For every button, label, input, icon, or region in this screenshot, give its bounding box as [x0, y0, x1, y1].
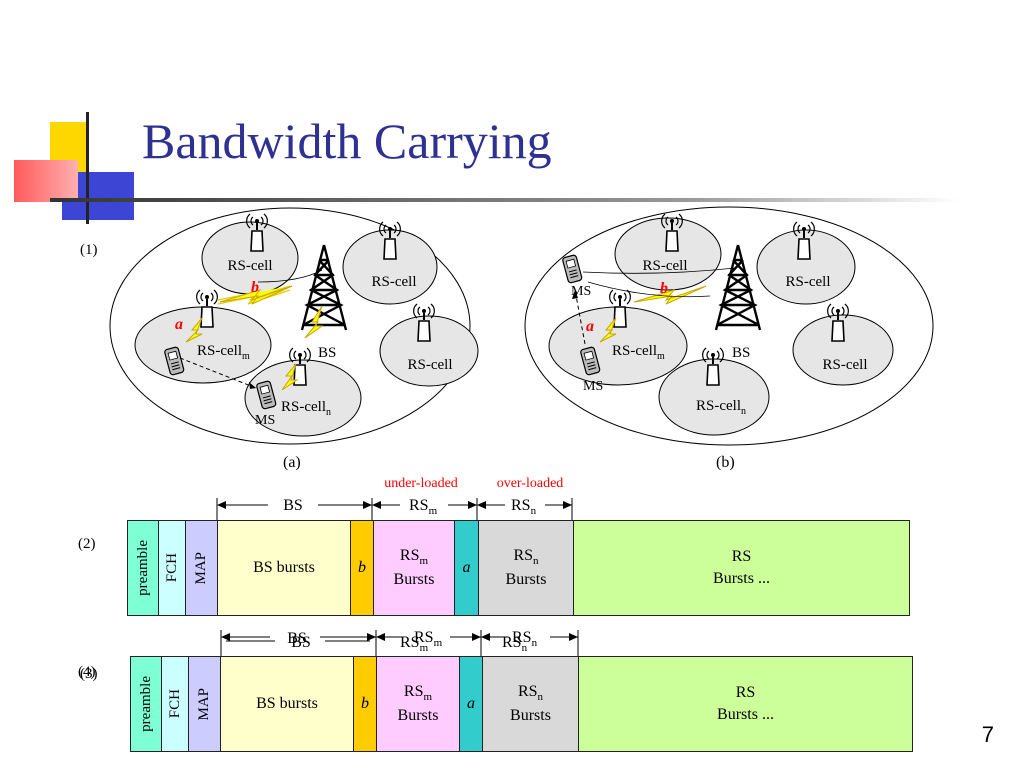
link-b-label: b	[251, 279, 259, 296]
bs-span-label: BS	[291, 634, 311, 651]
rs-cell-label: RS-cell	[228, 258, 273, 274]
rs-cell-label: RS-cell	[408, 357, 453, 373]
rs-m-span-label: RSm	[409, 497, 438, 517]
section-3-label: (3)	[80, 666, 98, 682]
bs-bursts-segment: BS bursts	[221, 657, 354, 751]
map-segment: MAP	[186, 521, 218, 615]
rs-cell-m-label: RS-cellm	[612, 343, 665, 362]
section-1-label: (1)	[80, 242, 98, 258]
a-segment: a	[460, 657, 483, 751]
page-number: 7	[981, 722, 994, 747]
bs-span-label: BS	[287, 630, 307, 647]
rs-n-span-label: RSn	[502, 634, 528, 654]
bs-span-label: BS	[283, 497, 303, 514]
rs-cell-m-label: RS-cellm	[197, 343, 250, 362]
bs-label: BS	[318, 345, 336, 361]
rs-n-span-label: RSn	[512, 629, 538, 649]
section-2-label: (2)	[78, 536, 96, 552]
rs-n-span-label: RSn	[511, 497, 537, 517]
rs-cell-n-label: RS-celln	[281, 399, 331, 418]
preamble-segment: preamble	[131, 657, 162, 751]
fch-segment: FCH	[159, 521, 186, 615]
rs-cell-label: RS-cell	[643, 258, 688, 274]
rs-cell-label: RS-cell	[823, 357, 868, 373]
b-segment: b	[351, 521, 374, 615]
a-segment: a	[455, 521, 479, 615]
map-segment: MAP	[189, 657, 221, 751]
ms-label: MS	[571, 284, 591, 299]
slide-title: Bandwidth Carrying	[142, 113, 552, 169]
rs-cell-n-label: RS-celln	[696, 398, 746, 417]
rs-cell-label: RS-cell	[786, 274, 831, 290]
frame-headers: under-loaded over-loaded BS RSm RSn BS B…	[216, 476, 579, 660]
ms-label: MS	[255, 413, 275, 428]
subfigure-a-label: (a)	[283, 454, 301, 470]
under-loaded-label: under-loaded	[384, 476, 458, 491]
b-segment: b	[354, 657, 377, 751]
ms-label: MS	[583, 379, 603, 394]
preamble-segment: preamble	[128, 521, 159, 615]
over-loaded-label: over-loaded	[497, 476, 564, 491]
bs-label: BS	[732, 345, 750, 361]
rs-m-span-label: RSm	[400, 634, 429, 654]
link-a-label: a	[175, 316, 183, 333]
network-diagram: RS-cell RS-cell RS-cell RS-cellm RS-cell…	[80, 206, 934, 470]
link-a-label: a	[586, 318, 594, 335]
rs-m-span-label: RSm	[414, 629, 443, 649]
link-b-label: b	[660, 280, 668, 297]
subfigure-b-label: (b)	[716, 454, 735, 470]
rs-cell-label: RS-cell	[372, 274, 417, 290]
fch-segment: FCH	[162, 657, 189, 751]
bs-bursts-segment: BS bursts	[218, 521, 351, 615]
section-4-label: (4)	[78, 664, 96, 680]
